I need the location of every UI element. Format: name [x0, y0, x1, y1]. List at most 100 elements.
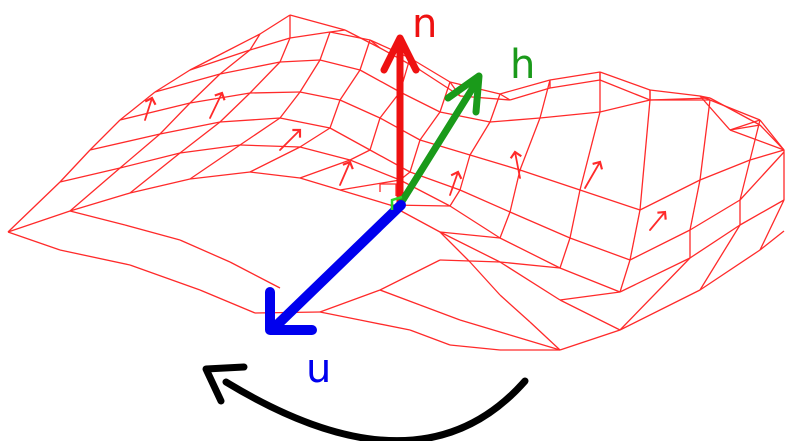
mesh-edge: [419, 304, 461, 321]
surface-normal-arrow: [144, 96, 157, 121]
mesh-edge: [499, 294, 531, 323]
mesh-edge: [459, 189, 511, 213]
mesh-edge: [549, 79, 601, 89]
mesh-edge: [299, 127, 331, 148]
mesh-edge: [529, 321, 561, 351]
mesh-edge: [59, 249, 131, 266]
mesh-edge: [329, 31, 371, 41]
mesh-edge: [154, 73, 221, 93]
mesh-edge: [339, 69, 361, 101]
mesh-edge: [159, 102, 191, 135]
mesh-edge: [339, 189, 391, 206]
mesh-edge: [339, 99, 381, 119]
mesh-edge: [349, 159, 401, 181]
mesh-edge: [699, 159, 751, 181]
mesh-edge: [239, 117, 281, 146]
mesh-edge: [329, 99, 341, 129]
mesh-edge: [369, 117, 381, 151]
mesh-edge: [319, 311, 361, 321]
mesh-edge: [559, 299, 621, 331]
mesh-edge: [619, 257, 691, 331]
mesh-edge: [319, 59, 361, 71]
mesh-edge: [299, 91, 341, 101]
mesh-edge: [249, 61, 281, 94]
mesh-edge: [629, 229, 691, 261]
mesh-edge: [559, 329, 621, 351]
mesh-edge: [639, 99, 651, 211]
mesh-edge: [259, 14, 291, 35]
surface-normal-arrow: [279, 128, 302, 151]
mesh-edge: [559, 267, 621, 293]
mesh-edge: [89, 133, 161, 151]
mesh-edge: [119, 102, 191, 121]
mesh-edge: [359, 319, 411, 331]
mesh-edge: [329, 29, 346, 33]
mesh-edge: [369, 39, 381, 49]
label-n: n: [412, 1, 437, 47]
mesh-edge: [359, 39, 371, 71]
mesh-edge: [189, 51, 226, 71]
mesh-edge: [229, 261, 281, 289]
mesh-edge: [299, 159, 351, 179]
mesh-edge: [489, 117, 541, 123]
surface-normal-arrow: [584, 160, 604, 189]
mesh-edge: [709, 97, 761, 126]
mesh-edge: [219, 92, 251, 123]
mesh-edge: [519, 117, 541, 171]
mesh-edge: [499, 261, 561, 269]
mesh-edge: [119, 133, 161, 169]
mesh-edge: [129, 152, 181, 194]
mesh-edge: [599, 71, 651, 91]
mesh-edge: [569, 189, 581, 239]
mesh-edge: [459, 154, 471, 191]
mesh-edge: [739, 199, 785, 226]
mesh-edge: [249, 171, 301, 179]
mesh-edge: [499, 79, 551, 95]
mesh-edge: [7, 210, 71, 233]
mesh-edge: [399, 179, 451, 207]
mesh-edge: [559, 237, 571, 269]
mesh-edge: [299, 59, 321, 93]
mesh-edge: [569, 237, 631, 261]
mesh-edge: [224, 33, 261, 53]
mesh-edge: [159, 121, 221, 135]
mesh-edge: [199, 289, 256, 314]
mesh-edge: [499, 261, 561, 301]
mesh-edge: [319, 31, 331, 61]
right-angle-marker: [379, 183, 397, 196]
surface-mesh: [7, 14, 785, 351]
mesh-edge: [699, 249, 761, 291]
mesh-edge: [499, 93, 511, 101]
mesh-edge: [379, 259, 441, 291]
mesh-edge: [7, 231, 61, 251]
mesh-edge: [449, 344, 501, 351]
mesh-edge: [579, 189, 641, 211]
mesh-edge: [509, 87, 551, 101]
mesh-edge: [289, 14, 346, 31]
mesh-edge: [359, 69, 401, 93]
mesh-edge: [129, 178, 191, 194]
mesh-edge: [759, 230, 785, 251]
mesh-edge: [539, 111, 601, 119]
mesh-edge: [439, 259, 501, 263]
label-u: u: [306, 346, 331, 392]
mesh-edge: [129, 264, 201, 291]
surface-normals: [144, 91, 667, 231]
mesh-edge: [219, 49, 251, 75]
mesh-edge: [649, 89, 701, 97]
mesh-edge: [369, 149, 411, 173]
mesh-edge: [249, 91, 301, 94]
mesh-edge: [619, 257, 691, 293]
mesh-edge: [729, 129, 785, 151]
mesh-edge: [249, 146, 301, 173]
mesh-edge: [399, 91, 441, 113]
mesh-edge: [499, 211, 511, 239]
mesh-edge: [559, 291, 621, 301]
mesh-edge: [509, 334, 561, 351]
mesh-edge: [219, 61, 281, 75]
mesh-edge: [179, 121, 221, 154]
mesh-edge: [699, 99, 711, 181]
mesh-edge: [409, 57, 451, 83]
mesh-edge: [189, 49, 251, 71]
